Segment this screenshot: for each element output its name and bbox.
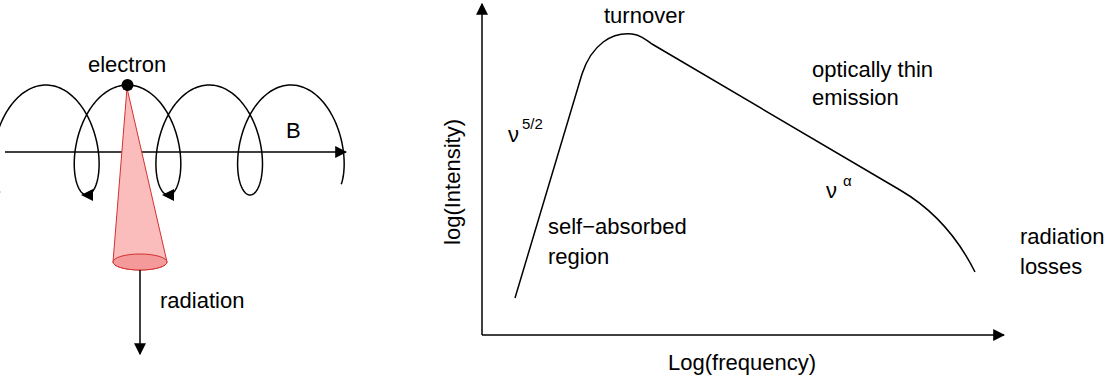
axis-title: log(Intensity) [440,119,465,245]
region-label: self−absorbed region [548,212,713,272]
electron-dot [122,79,134,91]
power-law-exponent: 5/2 [522,115,543,132]
region-label: optically thin emission [812,56,972,112]
region-label: radiation losses [1020,222,1110,282]
x-axis [482,334,1004,336]
y-axis [481,4,483,335]
power-law-exponent: α [843,172,852,189]
helix-path [0,85,344,195]
radiation-cone [113,88,167,270]
turnover-label: turnover [604,3,685,28]
field-label: B [286,118,301,143]
spectrum-curve [515,34,975,298]
cone-base [113,254,167,270]
power-law-symbol: ν [508,122,519,147]
helix-arrowhead [162,189,174,201]
field-axis [5,151,346,153]
radiation-arrow [139,270,141,354]
helix-arrowhead [81,189,93,201]
particle-label: electron [88,52,166,77]
radiation-label: radiation [160,288,244,313]
power-law-symbol: ν [826,178,837,203]
axis-title: Log(frequency) [668,350,816,375]
